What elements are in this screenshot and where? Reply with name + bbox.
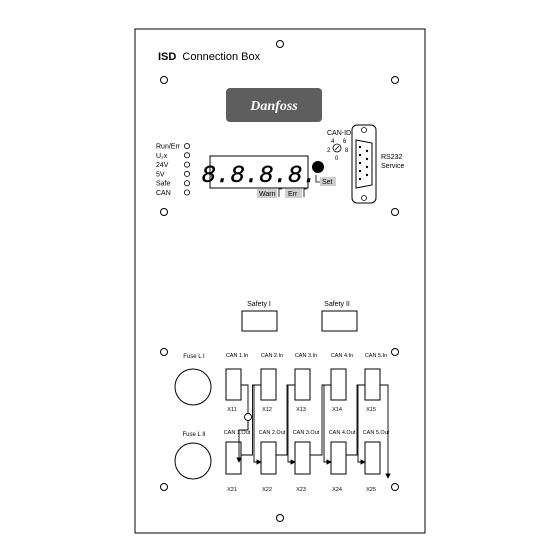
svg-text:Set: Set (322, 179, 333, 186)
led-indicator-icon (183, 180, 190, 187)
can-in-connector[interactable] (260, 368, 277, 401)
can-in-connector[interactable] (225, 368, 242, 401)
svg-text:8.8.8.8.: 8.8.8.8. (201, 163, 316, 190)
can-in-connector[interactable] (364, 368, 381, 401)
svg-text:Safety I: Safety I (247, 301, 271, 308)
safety-2-connector[interactable]: Safety II (321, 301, 358, 332)
led-label: Run/Err (156, 144, 181, 151)
rotary-dial-icon[interactable] (332, 143, 342, 153)
can-id-selector[interactable]: CAN-ID 4 6 2 8 0 (327, 130, 351, 162)
warn-err-labels: Warn Err (257, 188, 307, 198)
svg-text:8: 8 (345, 148, 349, 154)
danfoss-logo: Danfoss (226, 88, 322, 122)
panel-title: ISD Connection Box (158, 51, 261, 63)
can-out-label: CAN 3.Out (293, 430, 320, 436)
led-label: Safe (156, 181, 171, 188)
mounting-holes (160, 40, 399, 522)
x-bottom-label: X25 (366, 487, 376, 493)
can-out-connector[interactable] (260, 441, 277, 475)
svg-text:0: 0 (335, 156, 339, 162)
can-out-label: CAN 4.Out (329, 430, 356, 436)
set-button[interactable]: Set (312, 161, 336, 186)
x-top-label: X13 (296, 407, 306, 413)
led-indicator-icon (183, 170, 190, 177)
led-indicator-icon (183, 152, 190, 159)
svg-text:Fuse L I: Fuse L I (183, 354, 205, 360)
can-out-connector[interactable] (294, 441, 311, 475)
x-top-label: X12 (262, 407, 272, 413)
wire (253, 385, 262, 465)
can-out-connector[interactable] (330, 441, 347, 475)
rs232-label: RS232 (381, 154, 403, 161)
fuse-l2[interactable]: Fuse L II (174, 432, 212, 480)
led-label: CAN (156, 190, 171, 197)
can-in-label: CAN 5.In (365, 353, 387, 359)
wire (323, 385, 332, 465)
wire (287, 385, 296, 465)
led-label: 5V (156, 171, 165, 178)
panel-outline (134, 28, 426, 534)
can-out-label: CAN 5.Out (363, 430, 390, 436)
wire (276, 384, 295, 456)
svg-text:2: 2 (327, 148, 331, 154)
can-out-label: CAN 2.Out (259, 430, 286, 436)
can-in-label: CAN 2.In (261, 353, 283, 359)
svg-text:Warn: Warn (259, 191, 276, 198)
wire (241, 384, 261, 456)
x-top-label: X15 (366, 407, 376, 413)
safety-1-connector[interactable]: Safety I (241, 301, 278, 332)
led-label: 24V (156, 162, 169, 169)
led-indicator-icon (183, 142, 190, 149)
x-bottom-label: X24 (332, 487, 342, 493)
fuse-l1[interactable]: Fuse L I (174, 354, 212, 406)
x-bottom-label: X22 (262, 487, 272, 493)
can-out-connector[interactable] (364, 441, 381, 475)
led-indicator-icon (183, 189, 190, 196)
can-in-label: CAN 4.In (331, 353, 353, 359)
wire (357, 385, 366, 465)
svg-text:Danfoss: Danfoss (249, 99, 298, 114)
can-in-connector[interactable] (330, 368, 347, 401)
svg-text:Err: Err (288, 191, 298, 198)
led-label: U₂x (156, 153, 168, 160)
can-in-label: CAN 1.In (226, 353, 248, 359)
x-top-label: X11 (227, 407, 236, 413)
rs232-connector[interactable] (351, 124, 377, 204)
wire (241, 384, 249, 430)
can-out-label: CAN 1.Out (224, 430, 251, 436)
wire (310, 384, 331, 456)
wire (236, 421, 249, 463)
wire (346, 384, 365, 456)
x-bottom-label: X23 (296, 487, 306, 493)
seven-segment-display: 8.8.8.8. (201, 155, 317, 190)
can-in-connector[interactable] (294, 368, 311, 401)
wire (380, 384, 391, 479)
svg-text:CAN-ID: CAN-ID (327, 130, 351, 137)
svg-text:Fuse L II: Fuse L II (182, 432, 205, 438)
led-indicator-icon (183, 161, 190, 168)
svg-text:6: 6 (343, 139, 347, 145)
junction-icon (244, 413, 252, 421)
svg-text:Safety II: Safety II (324, 301, 350, 308)
x-bottom-label: X21 (227, 487, 237, 493)
rs232-service-label: Service (381, 163, 404, 170)
svg-text:4: 4 (331, 139, 335, 145)
x-top-label: X14 (332, 407, 342, 413)
can-in-label: CAN 3.In (295, 353, 317, 359)
